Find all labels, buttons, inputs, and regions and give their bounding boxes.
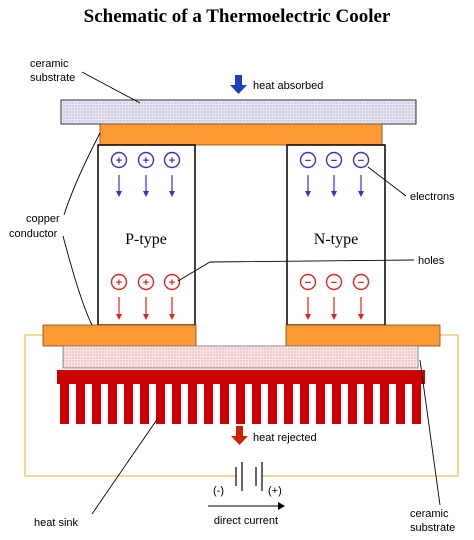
- bottom-copper-conductor-right: [286, 325, 440, 346]
- carrier-flow-arrowhead: [143, 314, 149, 320]
- heat-sink-fin: [108, 384, 117, 424]
- heat-sink-fin: [268, 384, 277, 424]
- top-ceramic-substrate: [60, 99, 417, 125]
- electron-sign: −: [331, 155, 337, 167]
- direct-current-label: direct current: [214, 515, 278, 527]
- electrons-label: electrons: [410, 191, 455, 203]
- top-carrier-sign: +: [169, 155, 175, 167]
- n-type-leg: [286, 144, 386, 326]
- heat-sink-fin: [396, 384, 405, 424]
- heat-rejected-label: heat rejected: [253, 432, 317, 444]
- bottom-carrier-sign: −: [305, 277, 311, 289]
- heat-sink-fin: [300, 384, 309, 424]
- circuit-wire: [24, 334, 459, 477]
- carrier-flow-arrowhead: [305, 314, 311, 320]
- plus-terminal-label: (+): [268, 485, 282, 497]
- heat-sink-fin: [284, 384, 293, 424]
- carrier-flow-arrowhead: [116, 314, 122, 320]
- carrier-flow-arrowhead: [331, 314, 337, 320]
- ceramic-substrate-top-label-line1: ceramic: [30, 58, 69, 70]
- heat-sink-fin: [172, 384, 181, 424]
- heat-sink-fin: [188, 384, 197, 424]
- heat-sink-fin: [140, 384, 149, 424]
- carrier-flow-arrowhead: [143, 191, 149, 197]
- n-type-carriers: − − − − − −: [299, 151, 370, 320]
- electron-sign: −: [305, 155, 311, 167]
- holes-label: holes: [418, 255, 445, 267]
- ceramic-top-leader: [81, 71, 141, 104]
- heat-absorbed-label: heat absorbed: [253, 80, 323, 92]
- electron-sign: −: [358, 155, 364, 167]
- heat-sink-fin: [252, 384, 261, 424]
- hole-sign: +: [116, 277, 122, 289]
- top-carrier-sign: +: [143, 155, 149, 167]
- bottom-carrier: [299, 273, 317, 291]
- heat-sink-fin: [364, 384, 373, 424]
- heat-sink-fin: [76, 384, 85, 424]
- heat-sink-fin: [204, 384, 213, 424]
- carrier-flow-arrowhead: [331, 191, 337, 197]
- heat-sink-fin: [332, 384, 341, 424]
- hole-sign: +: [143, 277, 149, 289]
- heat-sink-fin: [348, 384, 357, 424]
- heat-sink-fin: [124, 384, 133, 424]
- ceramic-substrate-bottom-label-line1: ceramic: [410, 508, 449, 520]
- top-carrier: [137, 151, 155, 169]
- carrier-flow-arrowhead: [169, 314, 175, 320]
- bottom-carrier-sign: −: [358, 277, 364, 289]
- hole-sign: +: [169, 277, 175, 289]
- electrons-leader: [367, 166, 407, 197]
- top-carrier-sign: +: [116, 155, 122, 167]
- n-type-label: N-type: [314, 231, 358, 248]
- heat-sink-fin: [220, 384, 229, 424]
- bottom-carrier-sign: −: [331, 277, 337, 289]
- electron: [325, 151, 343, 169]
- top-carrier: [110, 151, 128, 169]
- carrier-flow-arrowhead: [358, 314, 364, 320]
- holes-leader: [177, 259, 415, 282]
- diagram-title: Schematic of a Thermoelectric Cooler: [84, 6, 391, 27]
- carrier-flow-arrowhead: [358, 191, 364, 197]
- carrier-flow-arrowhead: [169, 191, 175, 197]
- heat-sink-fin: [236, 384, 245, 424]
- minus-terminal-label: (-): [213, 485, 224, 497]
- bottom-carrier: [352, 273, 370, 291]
- ceramic-substrate-bottom-label-line2: substrate: [410, 522, 455, 534]
- heat-sink-fin: [60, 384, 69, 424]
- ceramic-bottom-leader: [419, 359, 441, 506]
- copper-conductor-label-line2: conductor: [9, 228, 58, 240]
- heat-absorbed-arrow: [230, 75, 247, 94]
- heat-sink-fin: [156, 384, 165, 424]
- p-type-label: P-type: [125, 231, 167, 248]
- heat-sink-fin: [316, 384, 325, 424]
- hole: [137, 273, 155, 291]
- heat-rejected-arrow: [231, 426, 248, 445]
- heat-sink-fin: [380, 384, 389, 424]
- electron: [299, 151, 317, 169]
- bottom-copper-conductor-left: [43, 325, 196, 346]
- top-carrier: [163, 151, 181, 169]
- battery-symbol: [235, 462, 263, 491]
- bottom-carrier: [325, 273, 343, 291]
- heat-sink: [57, 370, 425, 424]
- carrier-flow-arrowhead: [116, 191, 122, 197]
- copper-conductor-label-line1: copper: [26, 213, 60, 225]
- electron: [352, 151, 370, 169]
- bottom-ceramic-substrate: [62, 345, 419, 369]
- p-type-carriers: + + + + + +: [110, 151, 181, 320]
- hole: [163, 273, 181, 291]
- heat-sink-fin: [92, 384, 101, 424]
- copper-leader-upper: [63, 132, 101, 216]
- heat-sink-leader: [91, 417, 159, 515]
- copper-leader-lower: [62, 235, 93, 326]
- heat-sink-label: heat sink: [34, 517, 79, 529]
- ceramic-substrate-top-label-line2: substrate: [30, 72, 75, 84]
- carrier-flow-arrowhead: [305, 191, 311, 197]
- heat-sink-fin: [412, 384, 421, 424]
- hole: [110, 273, 128, 291]
- top-copper-conductor: [100, 124, 382, 145]
